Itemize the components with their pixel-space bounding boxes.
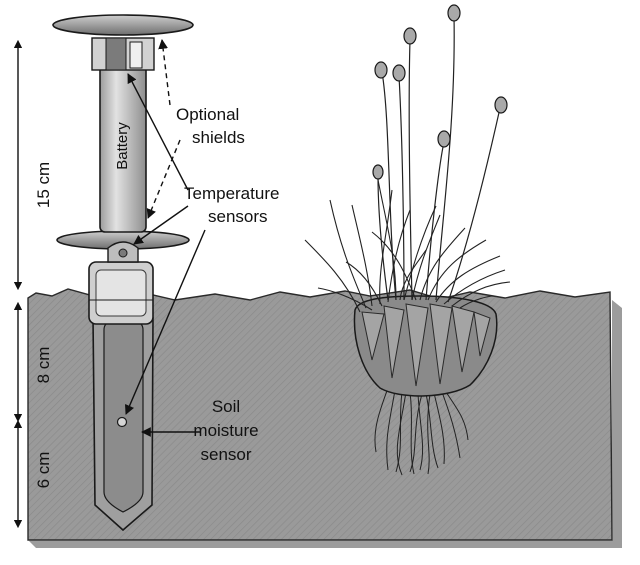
plant-illustration [304,4,511,476]
label-soil-moisture-line2: moisture [193,421,258,440]
flower-head [447,4,461,22]
flower-head [437,130,451,148]
sensor-device: Battery [52,14,194,532]
label-soil-moisture-line1: Soil [212,397,240,416]
battery-label: Battery [114,122,131,170]
leader-lines [124,39,206,437]
label-optional-shields-line1: Optional [176,105,239,124]
label-soil-moisture-line3: sensor [200,445,251,464]
flower-head [372,164,384,180]
dimension-label-6cm: 6 cm [34,452,53,489]
annotations: Optional shields Temperature sensors Soi… [176,105,279,464]
dimension-scale: 15 cm 8 cm 6 cm [13,39,53,529]
soil-temperature-point [116,416,128,428]
label-temperature-sensors-line2: sensors [208,207,268,226]
dimension-label-15cm: 15 cm [34,162,53,208]
label-optional-shields-line2: shields [192,128,245,147]
flower-head [392,64,406,82]
dimension-label-8cm: 8 cm [34,347,53,384]
flower-head [403,27,417,45]
flower-head [494,96,508,114]
flower-head [374,61,388,79]
upper-shield [52,14,194,36]
label-temperature-sensors-line1: Temperature [184,184,279,203]
